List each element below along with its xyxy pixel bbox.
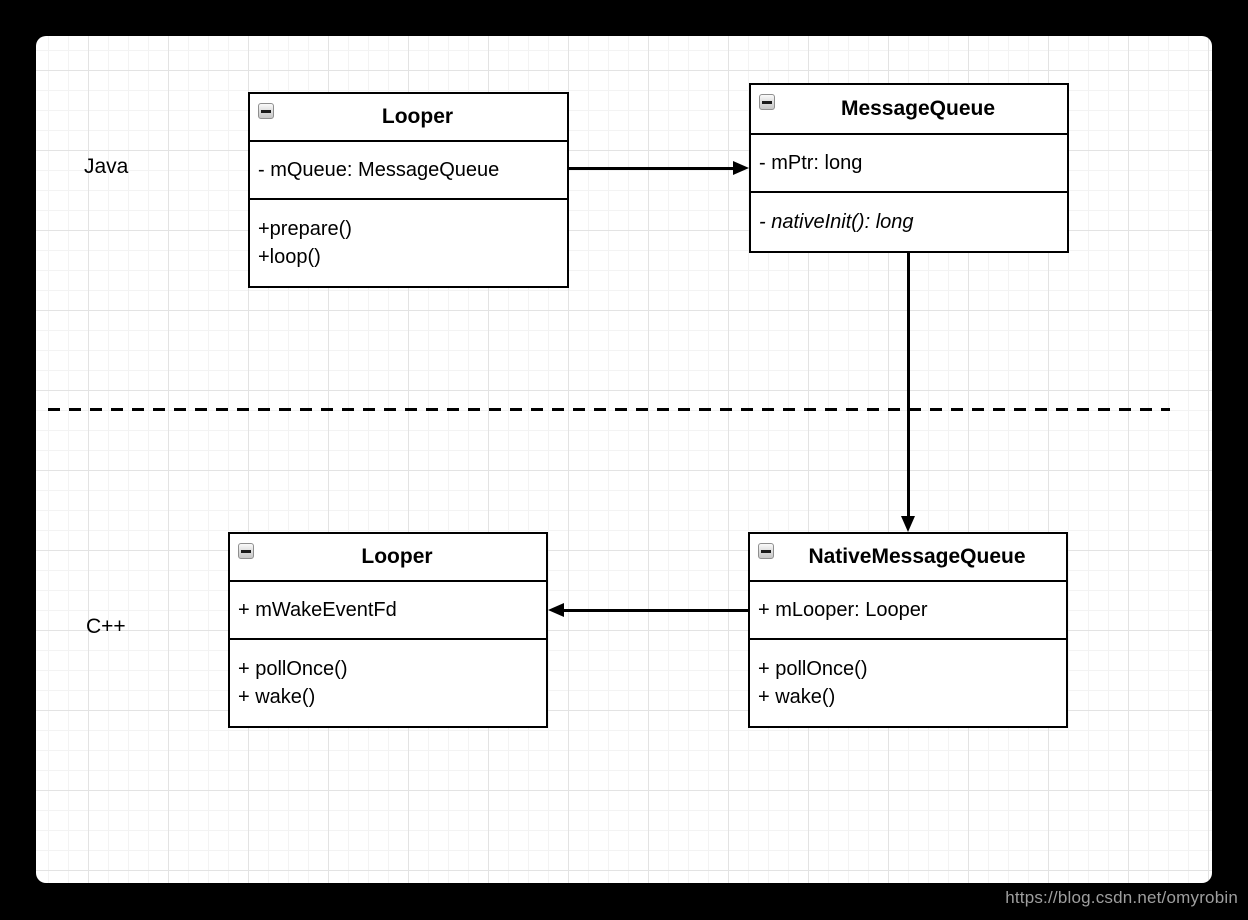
class-header: Looper <box>230 534 546 582</box>
minus-icon <box>241 549 251 553</box>
attributes-section: + mWakeEventFd <box>230 582 546 640</box>
class-box-cpp-looper[interactable]: Looper + mWakeEventFd + pollOnce() + wak… <box>228 532 548 728</box>
arrow-messagequeue-to-nativemessagequeue <box>907 253 910 519</box>
minus-icon <box>761 549 771 553</box>
minus-icon <box>261 109 271 113</box>
attribute: + mLooper: Looper <box>758 599 928 621</box>
class-header: MessageQueue <box>751 85 1067 135</box>
arrowhead-right-icon <box>733 161 749 175</box>
class-title: Looper <box>381 105 454 128</box>
class-title: Looper <box>361 545 433 568</box>
attributes-section: + mLooper: Looper <box>750 582 1066 640</box>
layer-divider-dashed-line <box>48 408 1170 411</box>
class-title: MessageQueue <box>840 97 996 120</box>
diagram-canvas: Java C++ Looper - mQueue: MessageQueue +… <box>36 36 1212 883</box>
method: + pollOnce() <box>758 658 868 680</box>
collapse-button[interactable] <box>759 94 775 110</box>
layer-label-java: Java <box>84 155 129 178</box>
methods-section: + pollOnce() + wake() <box>750 640 1066 726</box>
collapse-button[interactable] <box>238 543 254 559</box>
class-title: NativeMessageQueue <box>808 545 1026 568</box>
arrow-nativemessagequeue-to-cpp-looper <box>563 609 748 612</box>
class-header: NativeMessageQueue <box>750 534 1066 582</box>
method: - nativeInit(): long <box>759 211 914 233</box>
arrowhead-down-icon <box>901 516 915 532</box>
collapse-button[interactable] <box>258 103 274 119</box>
method: + wake() <box>758 686 836 708</box>
method: + wake() <box>238 686 316 708</box>
methods-section: - nativeInit(): long <box>751 193 1067 251</box>
watermark-url: https://blog.csdn.net/omyrobin <box>1005 888 1238 907</box>
method: +prepare() <box>258 218 352 240</box>
attributes-section: - mQueue: MessageQueue <box>250 142 567 200</box>
arrowhead-left-icon <box>548 603 564 617</box>
class-box-native-messagequeue[interactable]: NativeMessageQueue + mLooper: Looper + p… <box>748 532 1068 728</box>
class-header: Looper <box>250 94 567 142</box>
collapse-button[interactable] <box>758 543 774 559</box>
class-box-messagequeue[interactable]: MessageQueue - mPtr: long - nativeInit()… <box>749 83 1069 253</box>
minus-icon <box>762 100 772 104</box>
layer-label-cpp: C++ <box>86 615 126 638</box>
method: +loop() <box>258 246 321 268</box>
arrow-java-looper-to-messagequeue <box>569 167 735 170</box>
attribute: + mWakeEventFd <box>238 599 397 621</box>
method: + pollOnce() <box>238 658 348 680</box>
class-box-java-looper[interactable]: Looper - mQueue: MessageQueue +prepare()… <box>248 92 569 288</box>
methods-section: + pollOnce() + wake() <box>230 640 546 726</box>
attributes-section: - mPtr: long <box>751 135 1067 193</box>
attribute: - mQueue: MessageQueue <box>258 159 500 181</box>
methods-section: +prepare() +loop() <box>250 200 567 286</box>
attribute: - mPtr: long <box>759 152 863 174</box>
